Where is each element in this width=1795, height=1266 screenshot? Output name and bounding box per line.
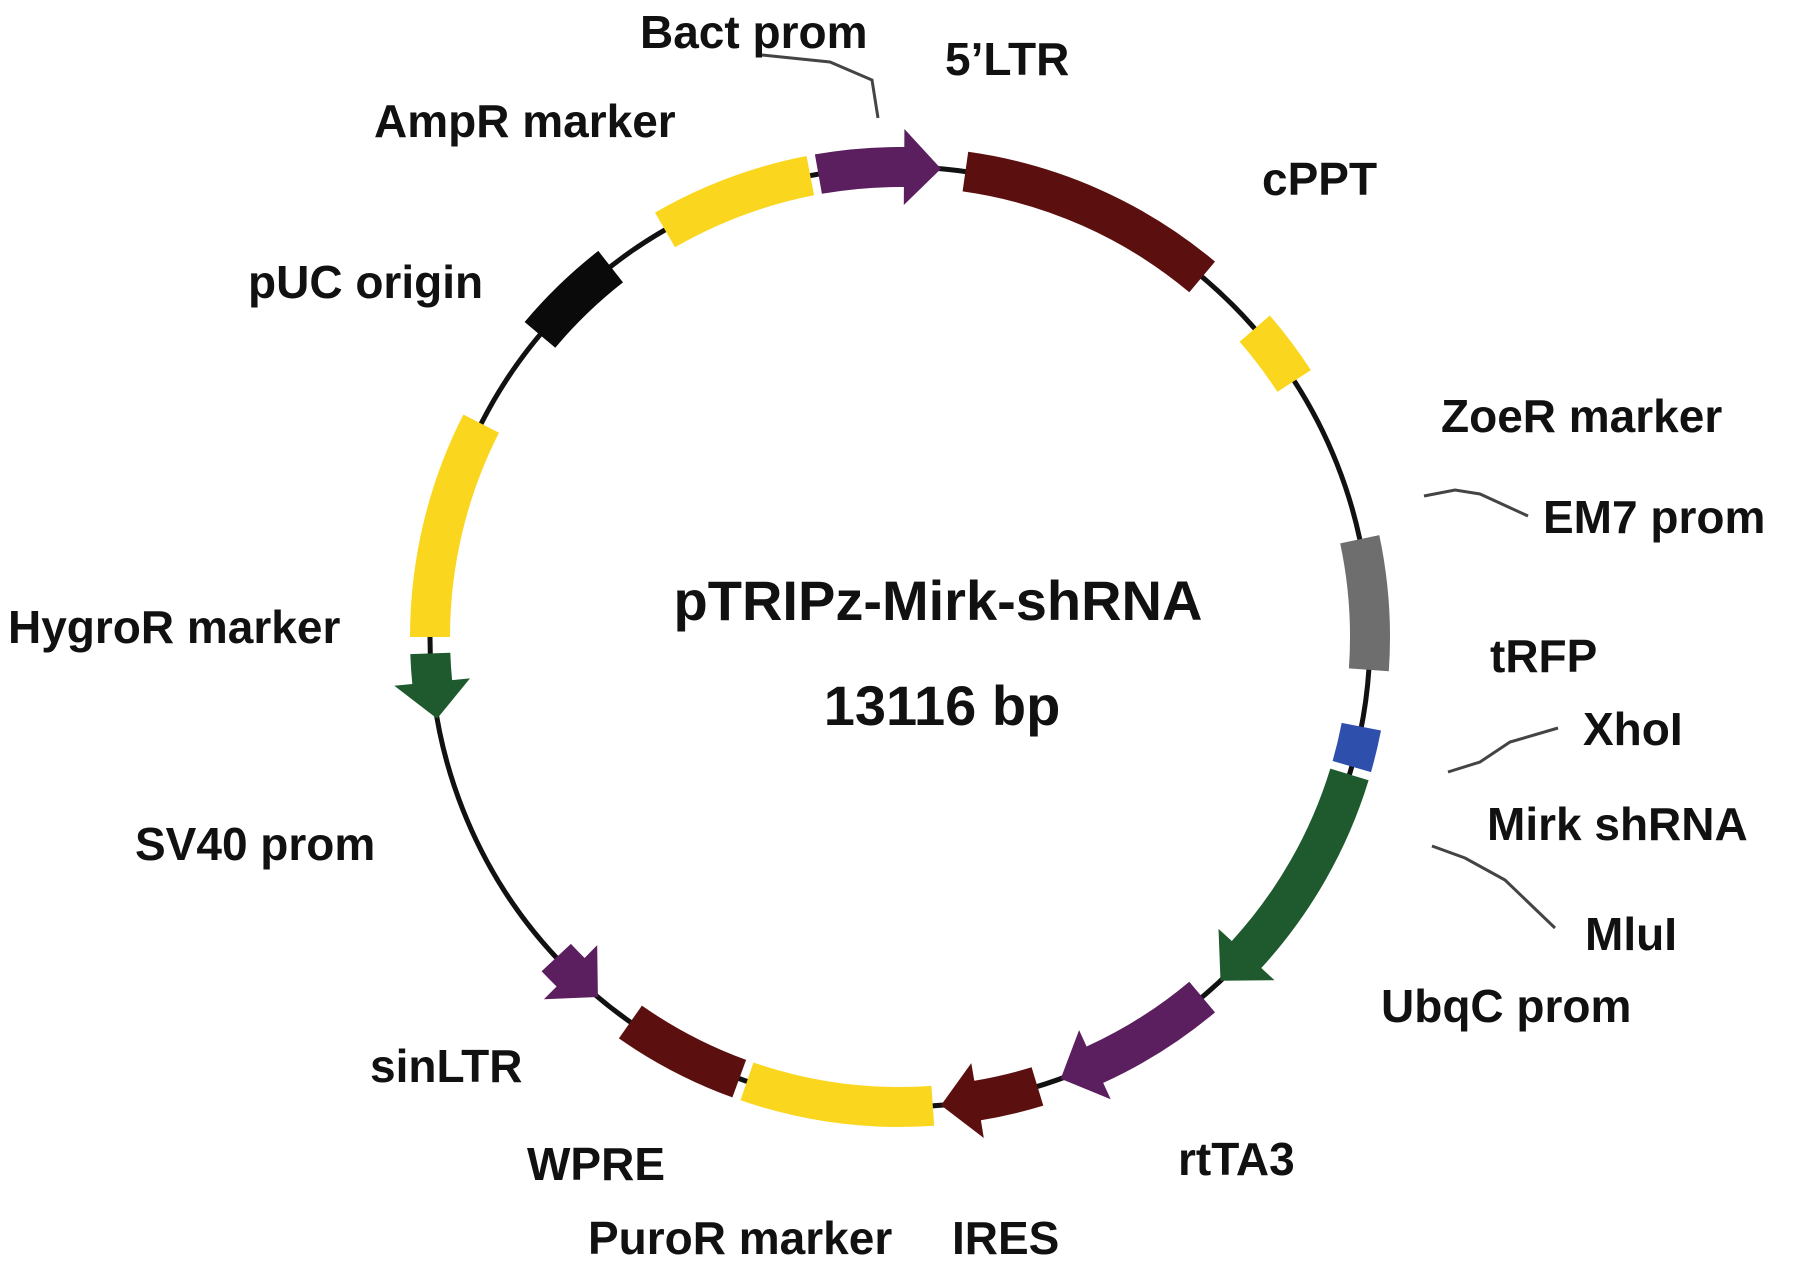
label-cppt: cPPT xyxy=(1262,153,1377,205)
xhoi-leader xyxy=(1447,726,1559,774)
feature-cppt xyxy=(962,151,1215,293)
label-wpre: WPRE xyxy=(527,1138,665,1190)
label-sinltr: sinLTR xyxy=(370,1040,522,1092)
feature-ampr xyxy=(655,156,815,248)
label-puror: PuroR marker xyxy=(588,1212,892,1264)
label-zoer: ZoeR marker xyxy=(1441,390,1722,442)
label-mirk: Mirk shRNA xyxy=(1487,798,1748,850)
feature-mirk xyxy=(1332,722,1381,773)
bact-prom-leader xyxy=(761,53,880,119)
feature-ires xyxy=(941,1063,1044,1138)
label-xhoi: XhoI xyxy=(1583,703,1683,755)
feature-ubqc xyxy=(1218,768,1369,981)
feature-hygror xyxy=(410,414,499,637)
label-ubqc: UbqC prom xyxy=(1381,980,1631,1032)
label-mlui: MluI xyxy=(1585,908,1677,960)
feature-trfp xyxy=(1340,535,1390,672)
feature-puror xyxy=(740,1062,935,1127)
plasmid-name: pTRIPz-Mirk-shRNA xyxy=(674,569,1203,632)
feature-wpre xyxy=(618,1005,747,1098)
label-em7-prom: EM7 prom xyxy=(1543,491,1765,543)
leader-lines xyxy=(761,53,1559,930)
feature-sv40 xyxy=(394,652,470,719)
feature-sinltr xyxy=(541,943,598,1000)
feature-zoer xyxy=(1239,315,1311,392)
feature-rtta3 xyxy=(1060,981,1215,1100)
label-rtta3: rtTA3 xyxy=(1178,1133,1295,1185)
label-trfp: tRFP xyxy=(1490,630,1597,682)
feature-layer xyxy=(394,129,1390,1138)
label-puc: pUC origin xyxy=(248,256,483,308)
label-sv40: SV40 prom xyxy=(135,818,375,870)
label-ires: IRES xyxy=(952,1212,1059,1264)
label-hygror: HygroR marker xyxy=(8,601,340,653)
em7-prom-leader xyxy=(1423,488,1529,518)
label-bact-prom: Bact prom xyxy=(640,6,867,58)
mlui-leader xyxy=(1431,844,1557,930)
plasmid-size: 13116 bp xyxy=(824,674,1061,737)
feature-5ltr xyxy=(814,129,941,205)
label-5ltr: 5’LTR xyxy=(945,33,1069,85)
feature-puc xyxy=(524,250,623,348)
label-ampr: AmpR marker xyxy=(374,95,676,147)
